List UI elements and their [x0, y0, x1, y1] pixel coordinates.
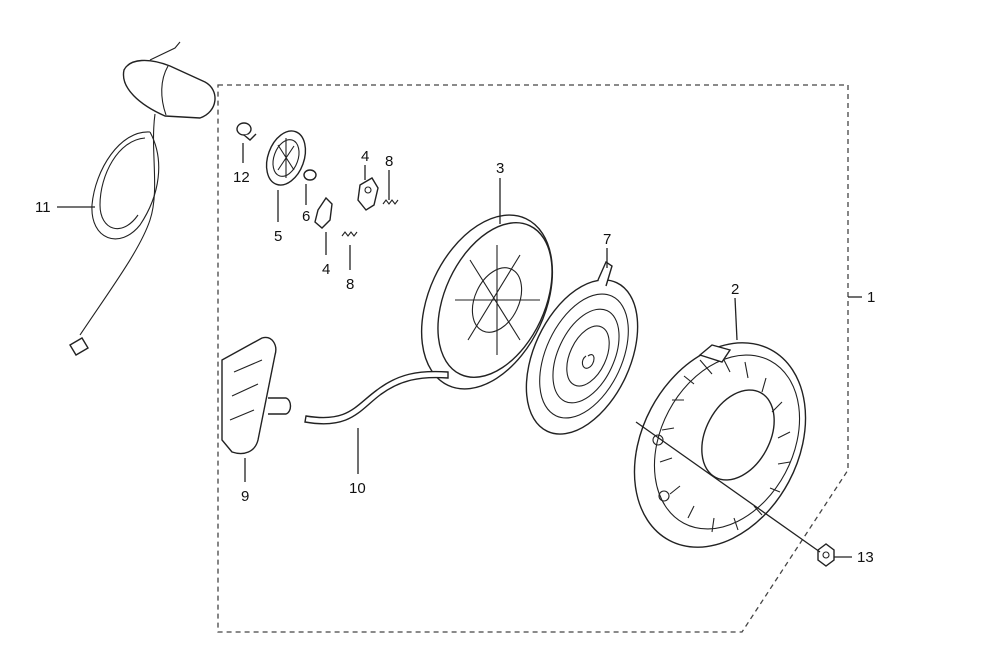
callout-4-upper: 4	[361, 148, 369, 165]
callout-8-upper: 8	[385, 153, 393, 170]
part-starter-rope	[304, 370, 449, 425]
leader-lines	[57, 143, 862, 558]
part-washer	[303, 169, 317, 181]
callout-13: 13	[857, 549, 874, 566]
callout-12: 12	[233, 169, 250, 186]
part-starter-grip	[221, 336, 292, 455]
part-ratchet-guide	[265, 130, 307, 186]
part-spring-lower	[341, 231, 358, 237]
assembly-boundary	[217, 84, 849, 633]
part-ratchet-upper	[357, 177, 379, 211]
callout-6: 6	[302, 208, 310, 225]
callout-numbers: 1 2 3 4 4 5 6 7 8 8 9 10 11 12 13	[35, 148, 875, 566]
callout-8-lower: 8	[346, 276, 354, 293]
callout-5: 5	[274, 228, 282, 245]
callout-7: 7	[603, 231, 611, 248]
part-bolt-12	[236, 122, 257, 141]
part-spring-upper	[382, 199, 399, 205]
callout-3: 3	[496, 160, 504, 177]
callout-11: 11	[35, 199, 51, 216]
callout-4-lower: 4	[322, 261, 330, 278]
callout-10: 10	[349, 480, 366, 497]
callout-9: 9	[241, 488, 249, 505]
part-starter-reel	[420, 214, 554, 390]
part-ignition-cable	[69, 41, 216, 356]
part-recoil-spring	[525, 260, 639, 435]
callout-1: 1	[867, 289, 875, 306]
part-ratchet-lower	[314, 196, 333, 229]
callout-2: 2	[731, 281, 739, 298]
part-flange-bolt	[817, 543, 835, 567]
part-starter-case	[633, 342, 807, 548]
